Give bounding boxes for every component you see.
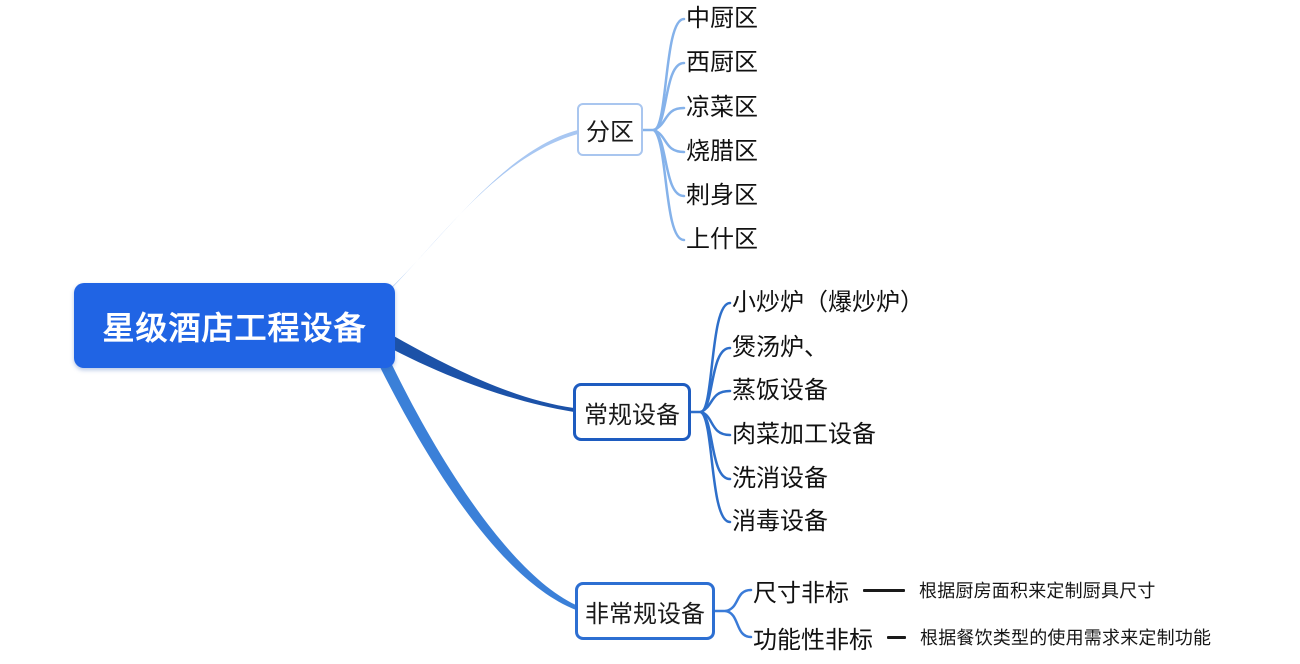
main-curve-fenqu — [372, 130, 578, 307]
leaf-label: 尺寸非标 — [753, 579, 849, 607]
fan-fenqu — [641, 17, 686, 242]
leaf-shaolaqu[interactable]: 烧腊区 — [686, 138, 758, 165]
leaf-roucai-jiagong[interactable]: 肉菜加工设备 — [732, 421, 876, 448]
leaf-zhengfan[interactable]: 蒸饭设备 — [732, 377, 828, 404]
leaf-baotanglu[interactable]: 煲汤炉、 — [732, 334, 828, 361]
branch-node-changgui[interactable]: 常规设备 — [573, 383, 691, 441]
fan-feichanggui — [713, 588, 753, 639]
leaf-xiaodu[interactable]: 消毒设备 — [732, 508, 828, 535]
fan-changgui — [689, 301, 732, 524]
branch-node-feichanggui[interactable]: 非常规设备 — [575, 582, 715, 640]
leaf-note: 根据餐饮类型的使用需求来定制功能 — [920, 628, 1212, 648]
root-node[interactable]: 星级酒店工程设备 — [74, 283, 395, 368]
leaf-zhongchuqu[interactable]: 中厨区 — [686, 5, 758, 32]
dash-connector — [863, 588, 905, 592]
leaf-liangcaiqu[interactable]: 凉菜区 — [686, 94, 758, 121]
leaf-xichuqu[interactable]: 西厨区 — [686, 49, 758, 76]
leaf-gongnengxing-feibiao[interactable]: 功能性非标 根据餐饮类型的使用需求来定制功能 — [753, 620, 1211, 654]
main-curve-feichanggui — [375, 350, 576, 610]
leaf-shangshiqu[interactable]: 上什区 — [686, 226, 758, 253]
main-curve-changgui — [392, 335, 574, 412]
leaf-note: 根据厨房面积来定制厨具尺寸 — [919, 581, 1156, 601]
branch-node-fenqu[interactable]: 分区 — [577, 103, 643, 156]
leaf-label: 功能性非标 — [753, 626, 873, 654]
leaf-xiaochaolu[interactable]: 小炒炉（爆炒炉） — [732, 289, 924, 316]
leaf-chicun-feibiao[interactable]: 尺寸非标 根据厨房面积来定制厨具尺寸 — [753, 573, 1156, 607]
dash-connector — [887, 635, 906, 639]
leaf-xixiao[interactable]: 洗消设备 — [732, 465, 828, 492]
leaf-cishenqu[interactable]: 刺身区 — [686, 182, 758, 209]
